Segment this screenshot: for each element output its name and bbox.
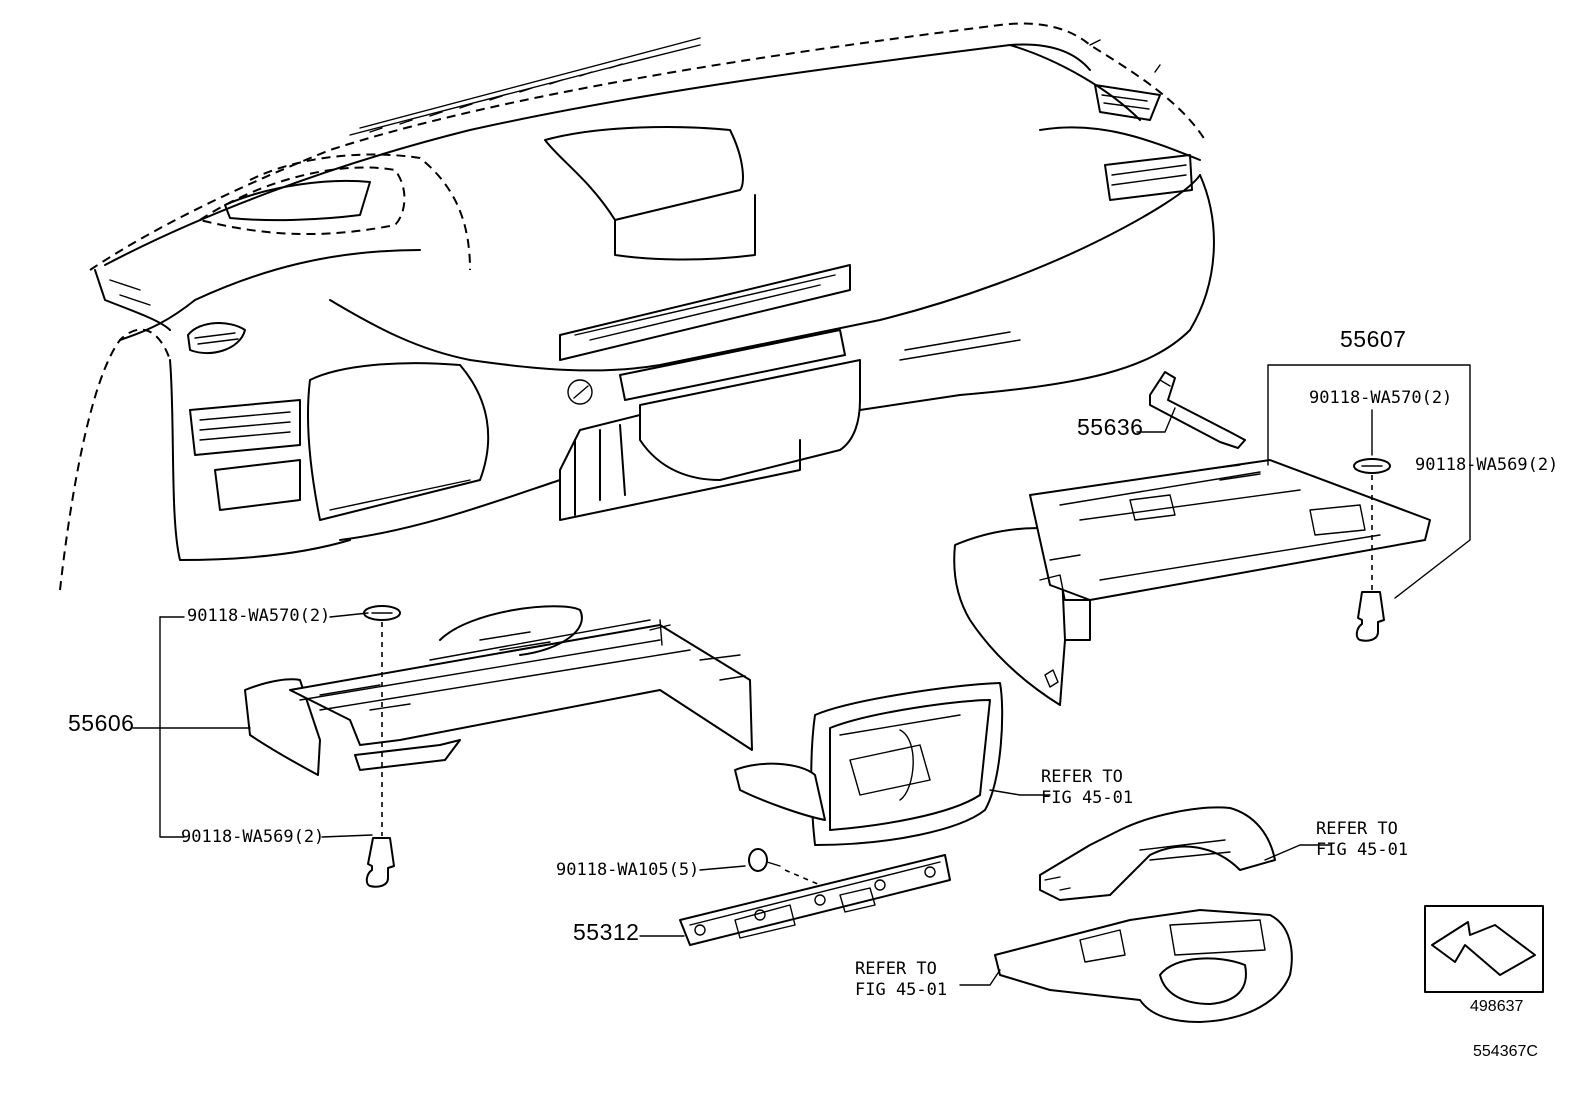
refer-label-column-lower-line1: REFER TO (855, 959, 937, 979)
glove-box-illustration (734, 682, 1004, 846)
arrow-reference-code: 498637 (1470, 998, 1524, 1015)
column-cover-upper-illustration (1039, 806, 1276, 901)
refer-label-column-upper-line2: FIG 45-01 (1316, 840, 1409, 860)
refer-label-glovebox-line2: FIG 45-01 (1041, 788, 1134, 808)
part-number-55607: 55607 (1340, 326, 1407, 352)
part-number-90118-wa569-left: 90118-WA569(2) (181, 827, 325, 847)
direction-arrow-box (1424, 905, 1544, 993)
part-number-90118-wa570-left: 90118-WA570(2) (187, 606, 331, 626)
part-number-55606: 55606 (68, 710, 135, 736)
part-number-55312: 55312 (573, 919, 640, 945)
refer-label-column-lower-line2: FIG 45-01 (855, 980, 948, 1000)
part-55606-illustration (244, 605, 753, 776)
column-cover-lower-illustration (994, 909, 1293, 1023)
part-55607-illustration (953, 459, 1431, 706)
part-number-55636: 55636 (1077, 414, 1144, 440)
fastener-right-illustration (1353, 458, 1391, 642)
part-number-90118-wa105: 90118-WA105(5) (556, 860, 700, 880)
fastener-left-illustration (363, 605, 401, 888)
instrument-panel-illustration (59, 22, 1215, 591)
refer-label-column-upper-line1: REFER TO (1316, 819, 1398, 839)
leader-lines (132, 364, 1471, 986)
part-55312-illustration (679, 848, 951, 946)
part-55636-illustration (1149, 371, 1246, 449)
part-number-90118-wa570-right: 90118-WA570(2) (1309, 388, 1453, 408)
part-number-90118-wa569-right: 90118-WA569(2) (1415, 455, 1559, 475)
refer-label-glovebox-line1: REFER TO (1041, 767, 1123, 787)
diagram-id: 554367C (1473, 1043, 1538, 1060)
